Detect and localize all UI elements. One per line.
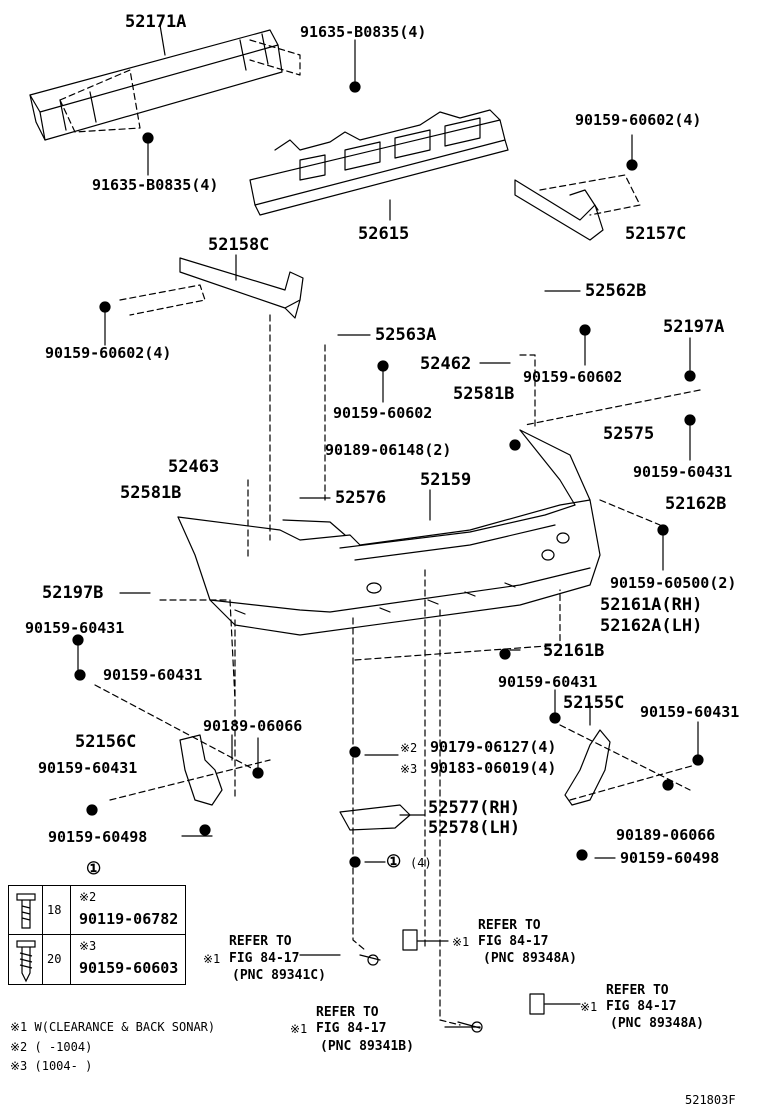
screw-icon — [9, 935, 43, 984]
ref2-line3: (PNC 89348A) — [483, 951, 577, 966]
circled-one-quantity: (4) — [410, 856, 432, 870]
part-label-90183: 90183-06019(4) — [430, 759, 557, 777]
part-label-90159-60431-r3: 90159-60431 — [640, 703, 740, 721]
part-label-90159-60431-r1: 90159-60431 — [633, 463, 733, 481]
part-label-52158C: 52158C — [208, 235, 270, 255]
ref2-line2: FIG 84-17 — [478, 934, 549, 949]
part-label-52463: 52463 — [168, 457, 220, 477]
part-label-52575: 52575 — [603, 424, 655, 444]
part-label-90189-06148: 90189-06148(2) — [325, 441, 452, 459]
ref1-mark: ※1 — [203, 952, 221, 966]
part-label-90159-60498-left: 90159-60498 — [48, 828, 148, 846]
fastener-icons — [72, 81, 704, 868]
fastener-length: 18 — [47, 903, 62, 917]
fastener-note-mark: ※3 — [79, 939, 97, 953]
part-label-52563A: 52563A — [375, 325, 437, 345]
retainer-52158C-drawing — [179, 257, 304, 319]
ref4-line2: FIG 84-17 — [606, 999, 677, 1014]
energy-absorber-drawing — [249, 109, 509, 216]
part-label-90159-60500: 90159-60500(2) — [610, 574, 737, 592]
part-label-52562B: 52562B — [585, 281, 647, 301]
part-label-52576: 52576 — [335, 488, 387, 508]
retainer-52157C-drawing — [514, 179, 604, 241]
part-label-52161A: 52161A(RH) — [600, 595, 703, 615]
bracket-52577-drawing — [339, 804, 411, 831]
part-label-91635-left: 91635-B0835(4) — [92, 176, 219, 194]
fastener-part-number: 90119-06782 — [79, 910, 179, 928]
part-label-52171A: 52171A — [125, 12, 187, 32]
part-label-52578: 52578(LH) — [428, 818, 521, 838]
part-label-52462: 52462 — [420, 354, 472, 374]
ref1-line1: REFER TO — [229, 934, 292, 949]
part-label-52577: 52577(RH) — [428, 798, 521, 818]
bolt-icon — [9, 886, 43, 934]
part-label-90189-06066-right: 90189-06066 — [616, 826, 716, 844]
ref2-line1: REFER TO — [478, 918, 541, 933]
circled-one-label: ① — [386, 852, 402, 872]
ref4-line3: (PNC 89348A) — [610, 1016, 704, 1031]
side-retainer-right-drawing — [564, 729, 611, 806]
part-label-90159-60431-l2: 90159-60431 — [103, 666, 203, 684]
fastener-part-number: 90159-60603 — [79, 959, 179, 977]
part-label-52159: 52159 — [420, 470, 472, 490]
part-label-90159-60431-l1: 90159-60431 — [25, 619, 125, 637]
ref3-line2: FIG 84-17 — [316, 1021, 387, 1036]
legend-note-3: ※3 (1004- ) — [10, 1059, 93, 1073]
part-label-52615: 52615 — [358, 224, 410, 244]
bumper-cover-drawing — [177, 429, 601, 636]
note-mark-3: ※3 — [400, 762, 418, 776]
part-label-52161B: 52161B — [543, 641, 605, 661]
ref2-mark: ※1 — [452, 935, 470, 949]
part-label-90159-60431-l3: 90159-60431 — [38, 759, 138, 777]
ref4-mark: ※1 — [580, 1000, 598, 1014]
part-label-52157C: 52157C — [625, 224, 687, 244]
ref1-line3: (PNC 89341C) — [232, 968, 326, 983]
ref1-line2: FIG 84-17 — [229, 951, 300, 966]
part-label-90159-60602-4-left: 90159-60602(4) — [45, 344, 172, 362]
part-label-90159-60431-r2: 90159-60431 — [498, 673, 598, 691]
part-label-90159-60602-4-right: 90159-60602(4) — [575, 111, 702, 129]
part-label-52581B-lower: 52581B — [120, 483, 182, 503]
fastener-table: 18 ※2 90119-06782 20 ※3 90159-60603 — [8, 885, 186, 985]
part-label-90159-60602-right: 90159-60602 — [523, 368, 623, 386]
fastener-note-mark: ※2 — [79, 890, 97, 904]
part-label-91635-top: 91635-B0835(4) — [300, 23, 427, 41]
reinforcement-bar-drawing — [29, 29, 283, 141]
part-label-52156C: 52156C — [75, 732, 137, 752]
dashed-assembly-lines — [59, 39, 701, 1026]
fastener-length: 20 — [47, 952, 62, 966]
part-label-52155C: 52155C — [563, 693, 625, 713]
part-label-52197A: 52197A — [663, 317, 725, 337]
ref3-line1: REFER TO — [316, 1005, 379, 1020]
fastener-table-row: 18 ※2 90119-06782 — [9, 886, 185, 935]
fastener-table-row: 20 ※3 90159-60603 — [9, 935, 185, 984]
ref3-line3: (PNC 89341B) — [320, 1039, 414, 1054]
part-label-90189-06066-left: 90189-06066 — [203, 717, 303, 735]
ref3-mark: ※1 — [290, 1022, 308, 1036]
part-label-52162A: 52162A(LH) — [600, 616, 703, 636]
part-label-90159-60602-mid: 90159-60602 — [333, 404, 433, 422]
ref4-line1: REFER TO — [606, 983, 669, 998]
part-label-52581B-upper: 52581B — [453, 384, 515, 404]
legend-note-2: ※2 ( -1004) — [10, 1040, 93, 1054]
note-mark-2: ※2 — [400, 741, 418, 755]
part-label-52197B: 52197B — [42, 583, 104, 603]
legend-note-1: ※1 W(CLEARANCE & BACK SONAR) — [10, 1020, 216, 1034]
part-label-52162B: 52162B — [665, 494, 727, 514]
part-label-90159-60498-right: 90159-60498 — [620, 849, 720, 867]
part-label-90179: 90179-06127(4) — [430, 738, 557, 756]
side-retainer-left-drawing — [179, 734, 223, 806]
diagram-id: 521803F — [685, 1093, 736, 1107]
table-circled-one: ① — [86, 859, 102, 879]
